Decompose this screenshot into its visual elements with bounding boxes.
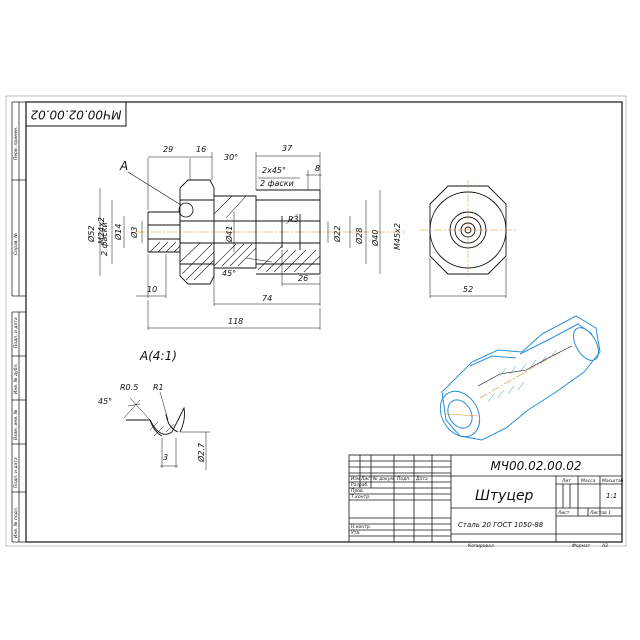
view-a-label: А [119, 159, 128, 173]
dim-d28: Ø28 [354, 228, 364, 245]
dim-74: 74 [262, 294, 272, 303]
dim-d14: Ø14 [113, 224, 123, 241]
designation: МЧ00.02.00.02 [490, 459, 581, 473]
dim-29: 29 [163, 145, 173, 154]
dim-r05: R0.5 [120, 383, 138, 392]
dim-45deg: 45° [222, 269, 236, 278]
dim-8: 8 [315, 164, 320, 173]
side-label-7: Инв. № подл. [13, 507, 19, 538]
dimension-lines [99, 152, 381, 330]
dim-2x45: 2х45° [262, 166, 286, 175]
dim-52-end: 52 [463, 285, 473, 294]
sheets-label: Листов 1 [589, 510, 611, 516]
header-scale: Масштаб [602, 478, 624, 484]
format-label: Формат [572, 543, 591, 549]
side-label-4: Инв. № дубл. [13, 363, 19, 394]
role-approve: Утв. [351, 530, 360, 536]
dim-r3: R3 [288, 215, 299, 224]
dim-m45: М45х2 [393, 223, 402, 250]
role-tcontrol: Т.контр. [351, 494, 371, 500]
side-margin [11, 101, 26, 543]
row-doc: № докум. [372, 476, 395, 482]
row-izm: Изм [351, 476, 361, 482]
detail-a-view [123, 391, 210, 470]
dim-3-detail: 3 [163, 453, 168, 462]
dim-d22: Ø22 [332, 226, 342, 243]
role-dev: Разраб. [351, 482, 369, 488]
isometric-view [439, 315, 601, 441]
rotated-designation-box: МЧ00.02.00.02 [25, 101, 127, 127]
detail-hatching [149, 421, 175, 437]
part-name: Штуцер [475, 488, 534, 504]
scale-value: 1:1 [606, 492, 617, 500]
section-hatching [149, 195, 321, 281]
side-label-6: Подп. и дата [13, 457, 19, 488]
dim-d3: Ø3 [129, 227, 139, 239]
row-date: Дата [415, 476, 428, 482]
dimension-texts: 29 16 30° 37 2х45° 2 фаски 8 Ø52 2 фаски… [86, 144, 402, 326]
dim-d40: Ø40 [370, 230, 380, 247]
side-label-1: Перв. примен. [13, 126, 19, 160]
role-check: Пров. [351, 488, 364, 494]
row-list: Лист [360, 476, 373, 482]
role-ncontrol: Н.контр. [351, 524, 371, 530]
dim-45-detail: 45° [98, 397, 112, 406]
isometric-hatching [487, 349, 557, 403]
dim-30deg: 30° [224, 153, 238, 162]
dim-26: 26 [298, 274, 308, 283]
detail-a-callout [178, 202, 194, 218]
dim-d52: Ø52 [86, 226, 96, 243]
dim-d41: Ø41 [224, 226, 234, 243]
end-view-hex [420, 180, 516, 298]
copied-label: Копировал [468, 543, 494, 549]
header-mass: Масса [581, 478, 596, 484]
sheet-label: Лист [557, 510, 570, 516]
header-lit: Лит [561, 478, 571, 484]
drawing-frame [25, 101, 623, 543]
dim-r1: R1 [153, 383, 164, 392]
dim-2chamfers: 2 фаски [260, 179, 294, 188]
material: Сталь 20 ГОСТ 1050-88 [458, 521, 544, 529]
side-label-5: Взам. инв. № [13, 409, 19, 440]
rotated-designation: МЧ00.02.00.02 [30, 108, 121, 122]
side-labels: Перв. примен. Справ. № Подп. и дата Инв.… [13, 126, 19, 538]
dim-2chamfers-v: 2 фаски [100, 222, 109, 256]
side-label-3: Подп. и дата [13, 317, 19, 348]
dim-16: 16 [196, 145, 206, 154]
detail-a-title: А(4:1) [139, 349, 177, 363]
title-block-texts: МЧ00.02.00.02 Штуцер Сталь 20 ГОСТ 1050-… [351, 459, 624, 549]
dim-37: 37 [282, 144, 293, 153]
detail-dim-texts: R0.5 R1 45° 3 Ø2.7 [98, 383, 206, 463]
dim-m24: М24х2 [97, 217, 106, 244]
side-label-2: Справ. № [13, 233, 19, 255]
main-section-view [135, 179, 405, 285]
dim-118: 118 [228, 317, 243, 326]
format-value: А3 [601, 543, 608, 549]
title-block-grid [348, 454, 623, 543]
dim-d27: Ø2.7 [196, 442, 206, 463]
dim-10: 10 [147, 285, 157, 294]
sheet-edge [5, 95, 627, 547]
row-sign: Подп. [397, 476, 411, 482]
